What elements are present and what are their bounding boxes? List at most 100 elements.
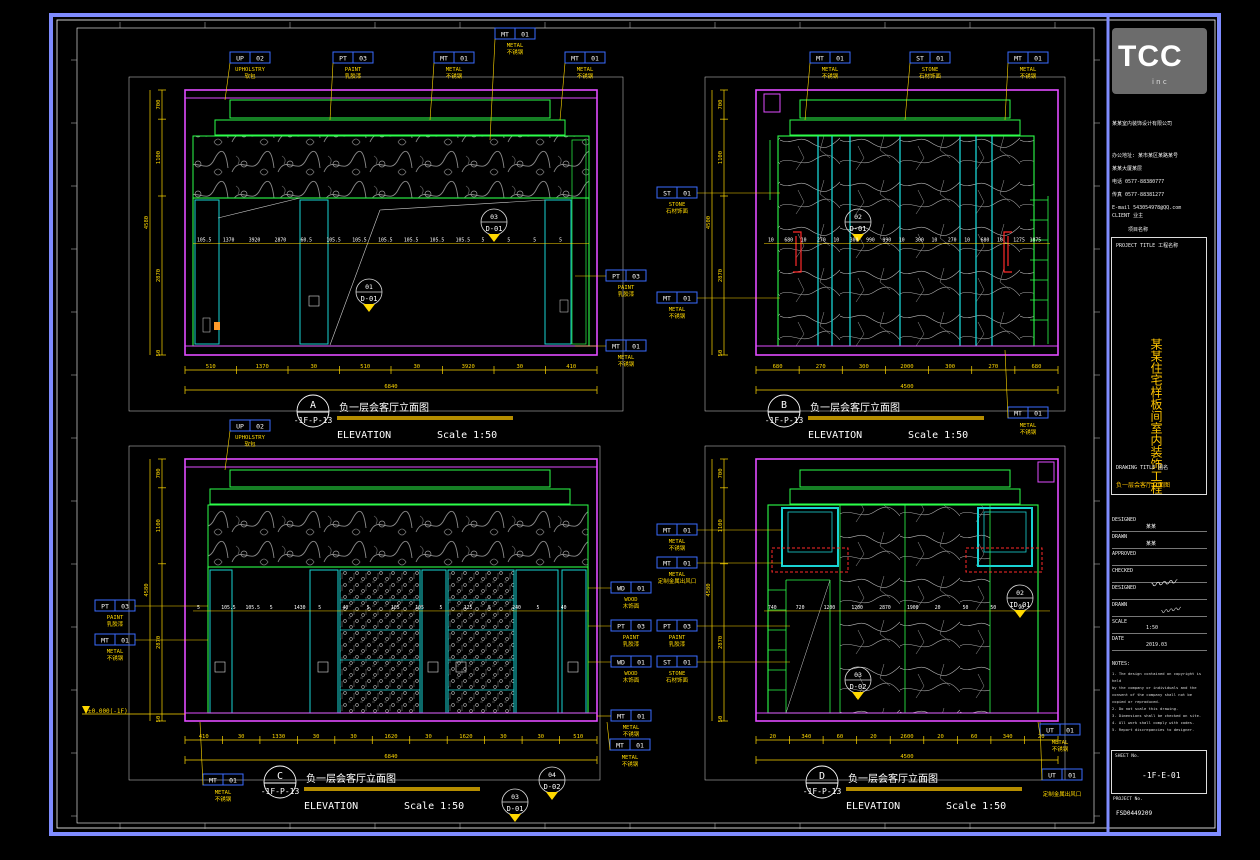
tag-code: UT bbox=[1048, 772, 1056, 780]
elevation-c[interactable] bbox=[82, 458, 598, 722]
interior-dim: 105.5 bbox=[430, 238, 445, 244]
section-marker[interactable]: 03D-02 bbox=[844, 666, 872, 700]
tag-code: PT bbox=[663, 623, 671, 631]
tag-number: 01 bbox=[591, 55, 599, 63]
interior-dim: 990 bbox=[882, 238, 891, 244]
tag-chinese: 乳胶漆 bbox=[623, 640, 640, 648]
tag-chinese: 乳胶漆 bbox=[618, 290, 635, 298]
section-marker[interactable]: 02D-01 bbox=[844, 208, 872, 242]
height-total: 4580 bbox=[144, 583, 150, 596]
height-dim: 1100 bbox=[718, 151, 724, 164]
height-dim: 2870 bbox=[156, 636, 162, 649]
elevation-a[interactable] bbox=[184, 89, 598, 356]
section-marker[interactable]: 03D-01 bbox=[501, 788, 529, 822]
row-value: 某某 bbox=[1146, 524, 1157, 530]
width-dim: 30 bbox=[350, 734, 357, 740]
note-line: 5. Report discrepancies to designer. bbox=[1112, 727, 1195, 732]
project-title-label: PROJECT TITLE 工程名称 bbox=[1116, 243, 1179, 249]
tag-chinese: 乳胶漆 bbox=[107, 620, 124, 628]
section-number: 01 bbox=[365, 283, 373, 291]
project-no-label: PROJECT No. bbox=[1113, 797, 1143, 802]
elevation-letter: D bbox=[819, 771, 825, 782]
sheet-no-box: SHEET No. -1F-E-01 bbox=[1111, 750, 1207, 794]
drawing-border bbox=[76, 27, 1095, 824]
width-dim: 1370 bbox=[256, 364, 269, 370]
tag-chinese: 不锈钢 bbox=[1020, 72, 1037, 80]
width-dim: 3920 bbox=[462, 364, 475, 370]
tag-code: MT bbox=[617, 713, 625, 721]
section-marker[interactable]: 04D-02 bbox=[538, 766, 566, 800]
elevation-word: ELEVATION bbox=[846, 801, 900, 812]
width-dim: 510 bbox=[206, 364, 216, 370]
elevation-b[interactable] bbox=[755, 89, 1059, 356]
row-label: DATE bbox=[1112, 636, 1125, 642]
tag-chinese: 不锈钢 bbox=[577, 72, 594, 80]
tag-code: MT bbox=[612, 343, 620, 351]
section-sheet: D-02 bbox=[850, 683, 867, 691]
note-line: 4. All work shall comply with codes. bbox=[1112, 720, 1195, 725]
height-dim: 2870 bbox=[718, 636, 724, 649]
title-block-row: CHECKED bbox=[1112, 566, 1207, 583]
tag-number: 01 bbox=[636, 742, 644, 750]
outer-frame bbox=[49, 13, 1221, 836]
tag-english: METAL bbox=[622, 755, 639, 761]
width-dim: 20 bbox=[1038, 734, 1045, 740]
elevation-title: 负一层会客厅立面图 bbox=[848, 772, 938, 785]
interior-dim: 1430 bbox=[294, 605, 306, 611]
tag-number: 03 bbox=[121, 603, 129, 611]
width-dim: 20 bbox=[870, 734, 877, 740]
interior-dim: 105.5 bbox=[197, 238, 212, 244]
section-marker[interactable]: 03D-01 bbox=[480, 208, 508, 242]
width-dim: 300 bbox=[945, 364, 955, 370]
row-label: DRAWN bbox=[1112, 534, 1128, 540]
interior-dim: 10 bbox=[833, 238, 839, 244]
note-line: 1. The design contained on copyright is … bbox=[1112, 671, 1202, 683]
tag-number: 03 bbox=[683, 623, 691, 631]
tag-number: 02 bbox=[256, 423, 264, 431]
width-total: 4500 bbox=[900, 384, 913, 390]
tag-code: MT bbox=[616, 742, 624, 750]
tag-chinese: 不锈钢 bbox=[622, 760, 639, 768]
elevation-d[interactable] bbox=[755, 458, 1059, 722]
tag-chinese: 木饰面 bbox=[623, 676, 640, 684]
interior-dim: 105.5 bbox=[456, 238, 471, 244]
tag-chinese: 不锈钢 bbox=[1020, 428, 1037, 436]
section-marker[interactable]: 01D-01 bbox=[355, 278, 383, 312]
width-dim: 30 bbox=[516, 364, 523, 370]
